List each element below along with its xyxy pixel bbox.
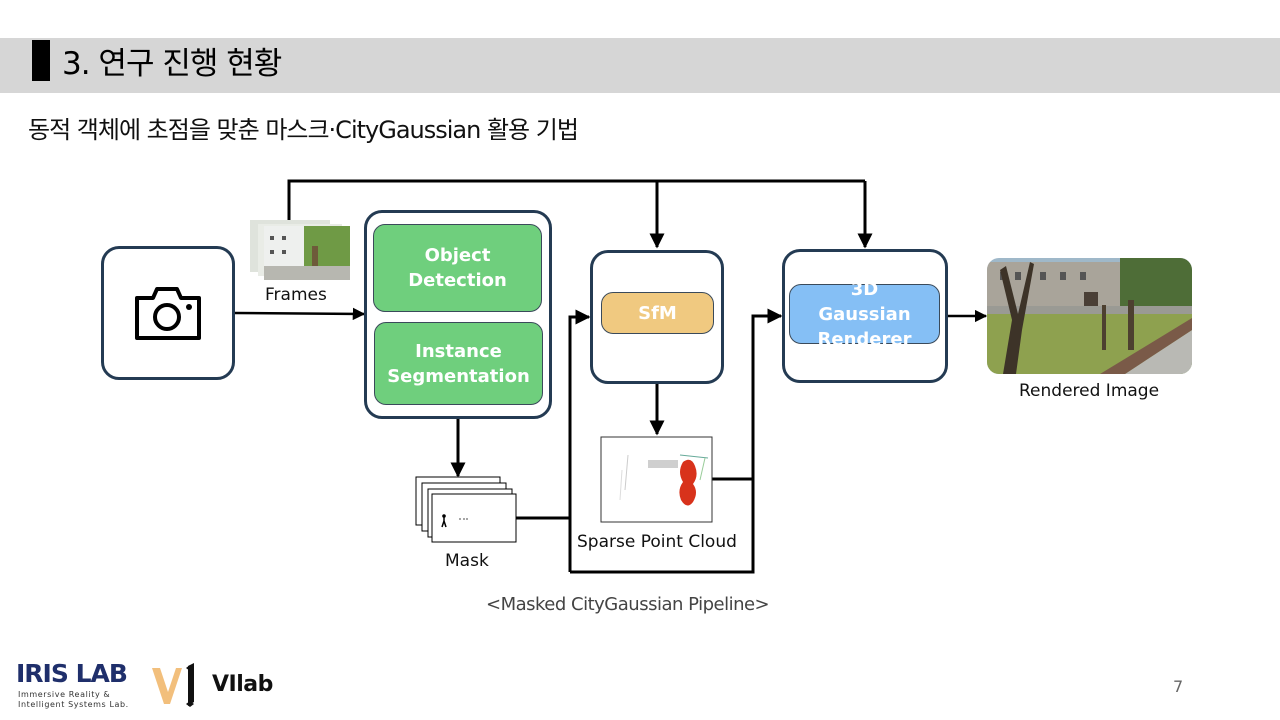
page-title: 3. 연구 진행 현황 (62, 46, 282, 82)
vilab-logo: VIlab (212, 672, 273, 697)
point-cloud-label: Sparse Point Cloud (577, 532, 737, 552)
iris-lab-subtitle-line1: Immersive Reality & (18, 690, 111, 699)
object-detection-block: Object Detection (373, 224, 542, 312)
frames-bus-line (287, 179, 865, 220)
mask-stack (415, 476, 517, 543)
frames-thumbnail (250, 220, 350, 280)
page-subtitle: 동적 객체에 초점을 맞춘 마스크·CityGaussian 활용 기법 (28, 116, 579, 144)
mask-label: Mask (445, 551, 489, 571)
iris-lab-subtitle-line2: Intelligent Systems Lab. (18, 700, 129, 709)
frames-label: Frames (265, 285, 327, 305)
camera-icon (135, 287, 201, 340)
camera-node (101, 246, 235, 380)
diagram-caption: <Masked CityGaussian Pipeline> (486, 594, 770, 615)
rendered-image-label: Rendered Image (1019, 381, 1160, 401)
iris-lab-logo: IRIS LAB (16, 659, 128, 688)
mask-to-sfm-arrow (568, 309, 591, 572)
title-bar (0, 38, 1280, 93)
gaussian-renderer-block: 3D Gaussian Renderer (789, 279, 940, 350)
iris-lab-subtitle: Immersive Reality & Intelligent Systems … (18, 690, 129, 710)
rendered-image (987, 258, 1192, 374)
page-number: 7 (1173, 677, 1184, 696)
instance-segmentation-block: Instance Segmentation (374, 322, 543, 405)
loop-bottom-line (570, 479, 755, 574)
camera-to-detection-arrow (234, 307, 366, 321)
title-marker (32, 40, 50, 81)
sfm-block: SfM (601, 292, 714, 334)
pointcloud-to-renderer-arrow (712, 308, 783, 481)
vilab-logo-mark (152, 663, 194, 707)
point-cloud-image (600, 436, 713, 523)
